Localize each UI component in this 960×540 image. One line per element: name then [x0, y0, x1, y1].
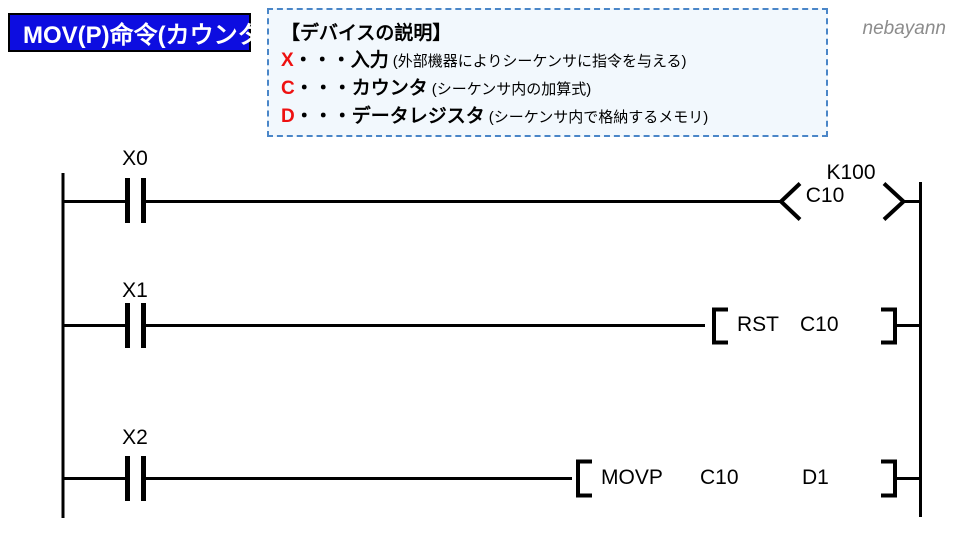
device-letter: D: [281, 106, 295, 127]
device-description: (シーケンサ内の加算式): [431, 81, 592, 98]
device-letter: X: [281, 50, 294, 71]
device-description: (外部機器によりシーケンサに指令を与える): [392, 53, 687, 70]
legend-dots: ・・・: [294, 106, 352, 127]
rung3-close-bracket: [881, 459, 897, 498]
rung3-open-bracket: [576, 459, 592, 498]
legend-heading: 【デバイスの説明】: [281, 23, 452, 44]
legend-item-c: C・・・カウンタ(シーケンサ内の加算式): [281, 75, 826, 103]
instruction-opcode-rst: RST: [737, 313, 779, 336]
rung2-close-bracket: [881, 307, 897, 345]
counter-coil-open-chevron: [778, 182, 802, 221]
device-name: 入力: [350, 50, 389, 71]
legend-dots: ・・・: [293, 50, 351, 71]
device-letter: C: [281, 78, 295, 99]
instruction-operand-c10: C10: [700, 466, 739, 489]
watermark: nebayann: [862, 18, 946, 39]
device-name: データレジスタ: [351, 106, 485, 127]
counter-preset-label: K100: [826, 161, 876, 184]
instruction-operand-d1: D1: [802, 466, 829, 489]
contact-label-x0: X0: [122, 147, 148, 170]
legend-item-x: X・・・入力(外部機器によりシーケンサに指令を与える): [281, 47, 826, 75]
device-legend: 【デバイスの説明】 X・・・入力(外部機器によりシーケンサに指令を与える) C・…: [267, 8, 828, 137]
device-name: カウンタ: [351, 78, 428, 99]
legend-dots: ・・・: [294, 78, 352, 99]
counter-coil-close-chevron: [882, 182, 907, 221]
rung2-open-bracket: [712, 307, 728, 345]
contact-label-x1: X1: [122, 279, 148, 302]
device-description: (シーケンサ内で格納するメモリ): [488, 109, 709, 126]
contact-label-x2: X2: [122, 426, 148, 449]
instruction-operand-c10: C10: [800, 313, 839, 336]
page-title: MOV(P)命令(カウンタ): [8, 13, 270, 52]
legend-item-d: D・・・データレジスタ(シーケンサ内で格納するメモリ): [281, 103, 826, 131]
instruction-opcode-movp: MOVP: [601, 466, 663, 489]
counter-operand-label: C10: [805, 184, 845, 207]
